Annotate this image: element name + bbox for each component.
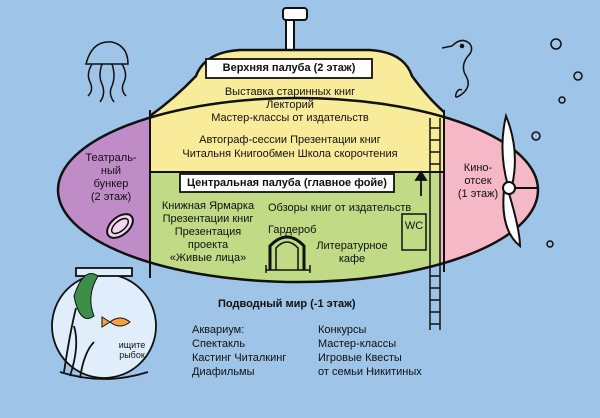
central-deck-left-line: Презентации книг [162,213,254,225]
central-deck-title-box [179,173,395,193]
underwater-right-line: Мастер-классы [318,338,397,350]
periscope [282,7,308,55]
cinema-label: (1 этаж) [457,188,499,200]
upper-deck-area [150,50,444,172]
wardrobe-label: Гардероб [268,224,317,236]
underwater-left-line: Аквариум: [192,324,245,336]
up-arrow-icon [414,170,428,196]
ladder [429,118,441,330]
cafe-label: Литературное [316,240,388,252]
central-deck-title: Центральная палуба (главное фойе) [187,177,387,189]
cinema-label: отсек [464,175,492,187]
underwater-right-line: от семьи Никитиных [318,366,422,378]
theatre-label: ный [100,165,122,177]
upper-deck-title-box [205,58,373,79]
porthole-icon [106,213,134,239]
underwater-right-line: Конкурсы [318,324,367,336]
underwater-right-line: Игровые Квесты [318,352,402,364]
aquarium-note: рыбок [119,350,145,360]
upper-deck-line: Лекторий [266,99,314,111]
reviews-label: Обзоры книг от издательств [268,202,412,214]
central-deck-left-line: Книжная Ярмарка [161,200,255,212]
underwater-title: Подводный мир (-1 этаж) [218,298,356,310]
wc-box [401,213,427,251]
underwater-left-line: Диафильмы [192,366,255,378]
fish-bowl-icon [51,267,157,380]
wc-label: WC [404,220,424,232]
central-deck-left-line: проекта [187,239,229,251]
central-deck-left-line: Презентация [174,226,242,238]
upper-deck-line: Мастер-классы от издательств [211,112,369,124]
upper-deck-row: Читальня Книгообмен Школа скорочтения [182,148,398,160]
theatre-label: Театраль- [85,152,137,164]
cinema-label: Кино- [463,162,493,174]
underwater-left-line: Спектакль [192,338,246,350]
upper-deck-title: Верхняя палуба (2 этаж) [222,62,356,74]
upper-deck-line: Выставка старинных книг [224,86,356,98]
wardrobe-door-icon [265,235,311,273]
upper-deck-row: Автограф-сессии Презентации книг [199,134,381,146]
cafe-label: кафе [338,253,366,265]
theatre-label: (2 этаж) [90,191,132,203]
propeller-icon [501,112,538,249]
underwater-left-line: Кастинг Читалкинг [192,352,287,364]
theatre-label: бункер [93,178,129,190]
seahorse-icon [441,39,473,98]
aquarium-note: ищите [118,340,146,350]
central-deck-left-line: «Живые лица» [169,252,247,264]
jellyfish-icon [85,41,129,103]
bubbles-icon [531,38,583,248]
